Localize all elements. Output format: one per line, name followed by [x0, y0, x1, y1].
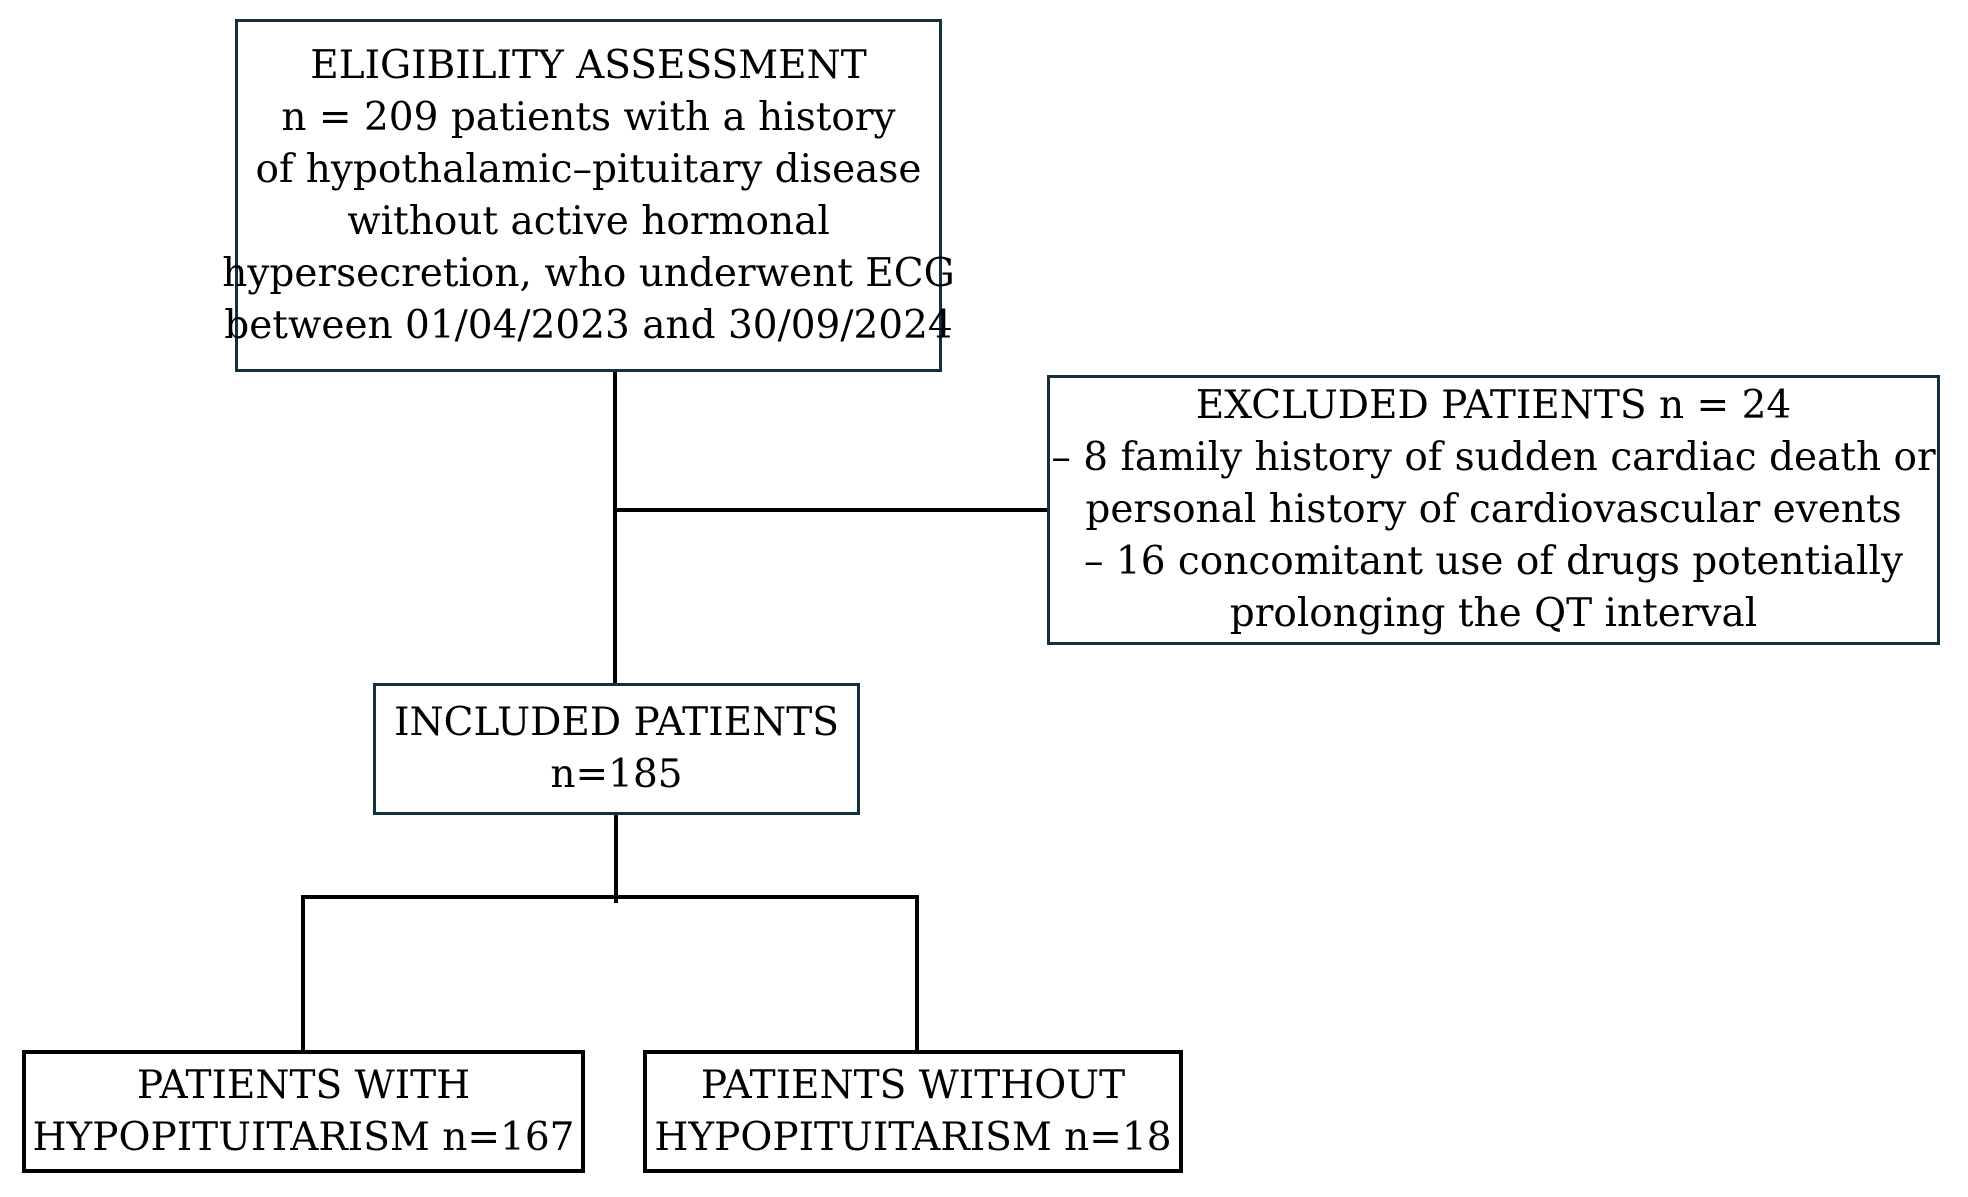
box-text-line: n = 209 patients with a history	[281, 94, 896, 140]
box-text-line: – 8 family history of sudden cardiac dea…	[1051, 435, 1936, 480]
box-text-line: prolonging the QT interval	[1229, 591, 1758, 636]
included-patients-box: INCLUDED PATIENTS n=185	[373, 683, 860, 815]
box-text-line: ELIGIBILITY ASSESSMENT	[310, 42, 867, 88]
patients-with-hypopituitarism-box: PATIENTS WITH HYPOPITUITARISM n=167	[22, 1050, 585, 1173]
box-text-line: between 01/04/2023 and 30/09/2024	[224, 302, 953, 348]
box-text-line: hypersecretion, who underwent ECG	[222, 250, 955, 296]
box-text-line: PATIENTS WITH	[136, 1062, 471, 1108]
eligibility-assessment-box: ELIGIBILITY ASSESSMENT n = 209 patients …	[222, 19, 955, 372]
box-text-line: without active hormonal	[347, 198, 830, 244]
connector-split-to-right-box	[915, 895, 919, 1052]
excluded-patients-box: EXCLUDED PATIENTS n = 24 – 8 family hist…	[1047, 375, 1940, 645]
connector-eligibility-to-included	[613, 370, 617, 685]
box-text-line: HYPOPITUITARISM n=18	[654, 1114, 1172, 1160]
box-text-line: – 16 concomitant use of drugs potentiall…	[1084, 539, 1903, 584]
box-text-line: HYPOPITUITARISM n=167	[32, 1114, 575, 1160]
box-text-line: INCLUDED PATIENTS	[394, 700, 839, 745]
box-text-line: n=185	[550, 752, 683, 797]
patients-without-hypopituitarism-box: PATIENTS WITHOUT HYPOPITUITARISM n=18	[643, 1050, 1183, 1173]
box-text-line: personal history of cardiovascular event…	[1085, 487, 1902, 532]
box-text-line: EXCLUDED PATIENTS n = 24	[1195, 383, 1792, 428]
connector-included-to-split	[614, 813, 618, 903]
box-text-line: of hypothalamic–pituitary disease	[255, 146, 922, 192]
connector-split-horizontal	[301, 895, 919, 899]
connector-to-excluded	[613, 508, 1049, 512]
connector-split-to-left-box	[301, 895, 305, 1052]
box-text-line: PATIENTS WITHOUT	[700, 1062, 1126, 1108]
